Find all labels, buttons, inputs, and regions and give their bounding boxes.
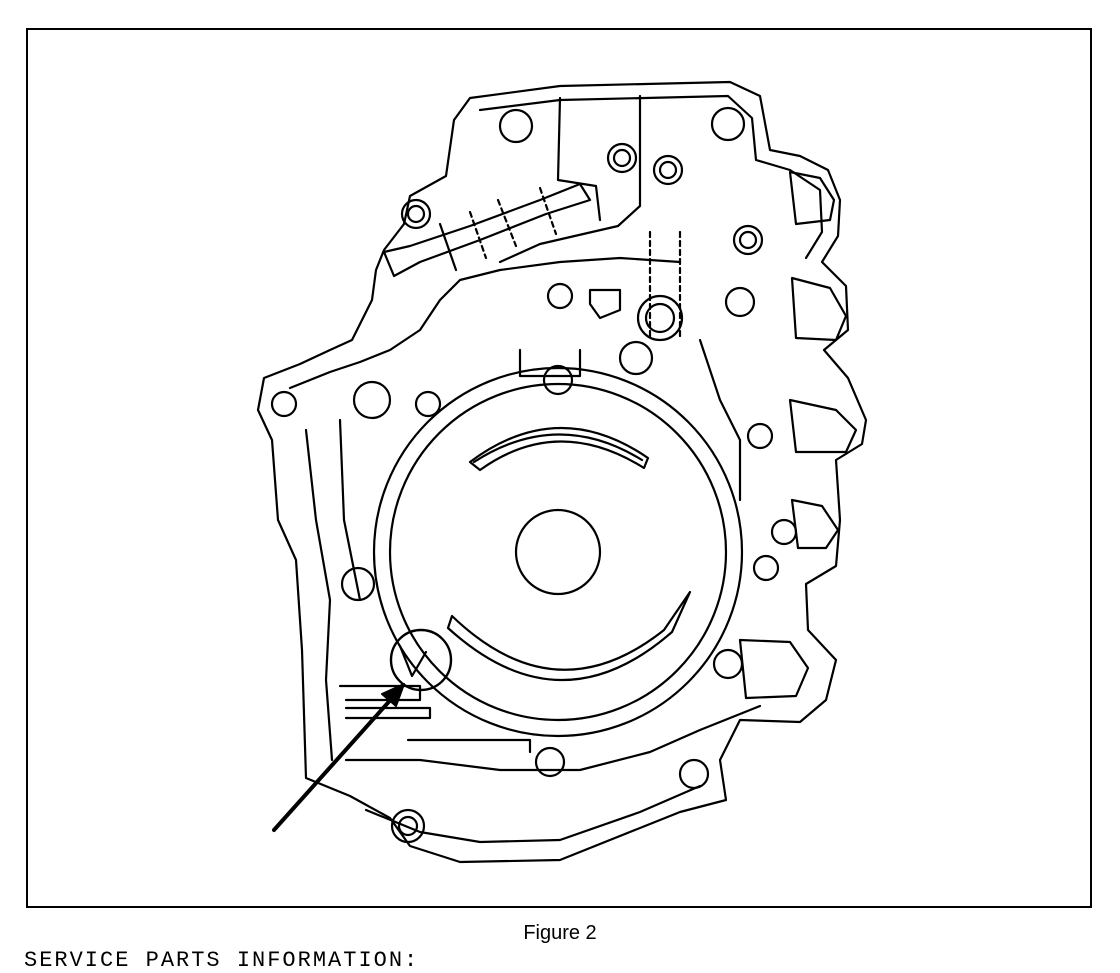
- footer-heading: SERVICE PARTS INFORMATION:: [24, 948, 420, 973]
- valve-bores: [738, 170, 858, 700]
- figure-caption: Figure 2: [523, 922, 597, 944]
- arrow-icon: [272, 683, 405, 832]
- bolt-holes: [270, 106, 798, 844]
- figure-frame: [26, 28, 1092, 908]
- center-bore: [514, 508, 602, 596]
- callout-circle-icon: [389, 628, 453, 692]
- upper-spool: [382, 182, 592, 278]
- housing-outline: [256, 80, 868, 864]
